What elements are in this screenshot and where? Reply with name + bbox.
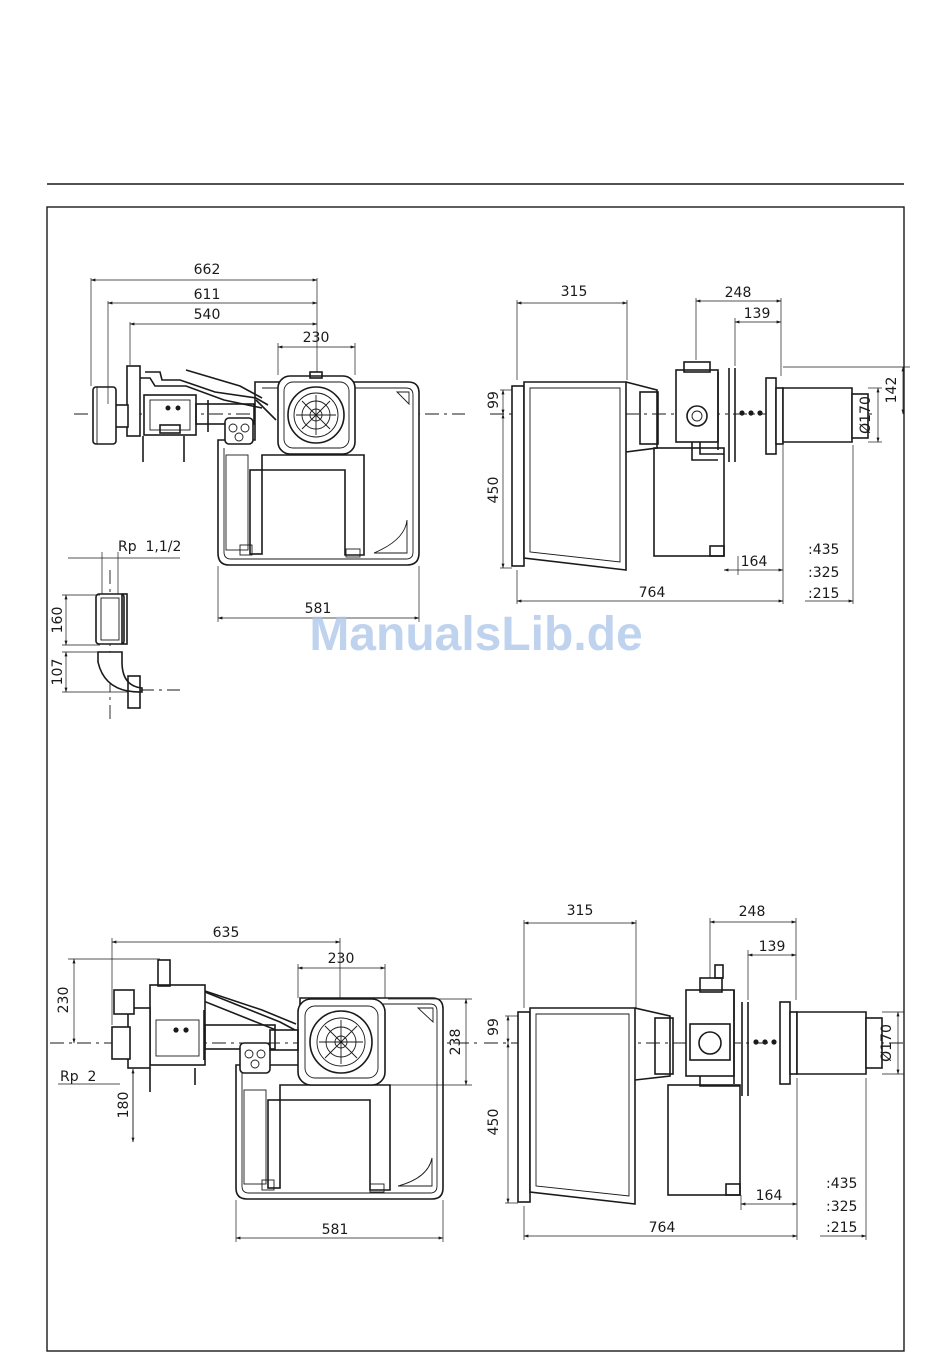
- dim-170-bottom: Ø170: [879, 1024, 895, 1062]
- dim-435: :435: [808, 542, 839, 558]
- dim-164: 164: [741, 554, 768, 570]
- view-bottom-left: 635 230 230 238 Rp 2 180 581: [50, 925, 480, 1242]
- dim-325: :325: [808, 565, 839, 581]
- dim-230-horizontal: 230: [328, 951, 355, 967]
- dim-142: 142: [884, 377, 900, 404]
- dim-435-bottom: :435: [826, 1176, 857, 1192]
- dim-764: 764: [639, 585, 666, 601]
- dim-315-bottom: 315: [567, 903, 594, 919]
- dim-238: 238: [448, 1029, 464, 1056]
- dim-764-bottom: 764: [649, 1220, 676, 1236]
- view-top-left: 662 611 540 230 581: [74, 262, 465, 622]
- inlet-detail-rp-1-1-2: Rp 1,1/2 160 107: [50, 539, 181, 720]
- dim-160: 160: [50, 607, 66, 634]
- dim-450-bottom: 450: [486, 1109, 502, 1136]
- dim-139-bottom: 139: [759, 939, 786, 955]
- dim-rp: Rp 1,1/2: [118, 539, 181, 555]
- dim-139: 139: [744, 306, 771, 322]
- dim-315: 315: [561, 284, 588, 300]
- view-top-right: 315 248 139 99 450 142 Ø170 164 764 :435…: [486, 284, 910, 604]
- dim-107: 107: [50, 659, 66, 686]
- dim-230: 230: [303, 330, 330, 346]
- dim-581-bottom: 581: [322, 1222, 349, 1238]
- dim-rp-2: Rp 2: [60, 1069, 96, 1085]
- dim-325-bottom: :325: [826, 1199, 857, 1215]
- dim-230-vertical: 230: [56, 987, 72, 1014]
- dim-635: 635: [213, 925, 240, 941]
- dim-99: 99: [486, 391, 502, 409]
- dim-248: 248: [725, 285, 752, 301]
- dim-662: 662: [194, 262, 221, 278]
- dim-170: Ø170: [858, 396, 874, 434]
- dim-611: 611: [194, 287, 221, 303]
- dim-450: 450: [486, 477, 502, 504]
- dim-164-bottom: 164: [756, 1188, 783, 1204]
- view-bottom-right: 315 248 139 99 450 Ø170 164 764 :435 :32…: [484, 903, 906, 1240]
- dim-99-bottom: 99: [486, 1018, 502, 1036]
- dim-540: 540: [194, 307, 221, 323]
- dim-248-bottom: 248: [739, 904, 766, 920]
- watermark: ManualsLib.de: [309, 608, 642, 661]
- dim-180: 180: [116, 1092, 132, 1119]
- dim-215-bottom: :215: [826, 1220, 857, 1236]
- dim-215: :215: [808, 586, 839, 602]
